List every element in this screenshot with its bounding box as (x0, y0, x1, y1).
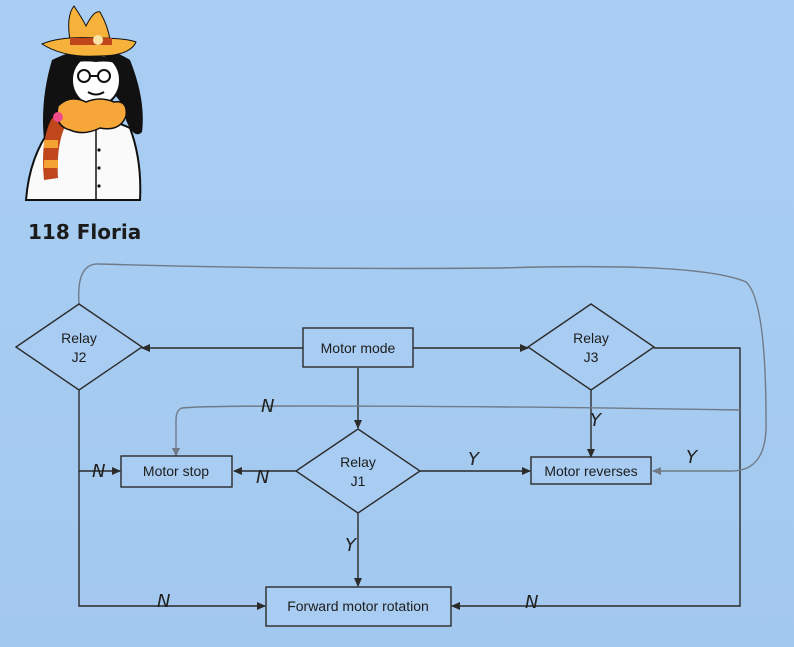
edge-j2-to-stop (78, 390, 121, 475)
relay-j2-label-line2: J2 (72, 349, 87, 365)
user-name-label: 118 Floria (28, 220, 142, 244)
node-motor-stop: Motor stop (120, 455, 233, 488)
label-j3-to-forward: N (525, 592, 538, 613)
edge-loop-to-reverses (77, 263, 767, 475)
label-j3-loop-to-stop: N (261, 396, 274, 417)
edge-j3-to-forward (451, 347, 741, 610)
label-j2-to-forward: N (157, 591, 170, 612)
label-loop-to-reverses: Y (686, 447, 699, 468)
node-relay-j3: Relay J3 (526, 303, 656, 391)
motor-stop-label: Motor stop (143, 463, 209, 479)
node-forward-rotation: Forward motor rotation (265, 586, 452, 627)
edge-j2-to-forward (78, 471, 266, 610)
cowgirl-avatar-icon (24, 5, 143, 201)
label-j1-to-reverses: Y (468, 449, 481, 470)
motor-reverses-label: Motor reverses (544, 463, 637, 479)
flowchart-edges (77, 263, 767, 610)
motor-mode-label: Motor mode (321, 340, 396, 356)
label-j2-to-stop: N (92, 461, 105, 482)
edge-j3-loop-to-stop (172, 405, 741, 457)
node-relay-j2: Relay J2 (14, 303, 144, 391)
node-motor-reverses: Motor reverses (530, 456, 652, 485)
relay-j3-label-line2: J3 (584, 349, 599, 365)
node-motor-mode: Motor mode (302, 327, 414, 368)
relay-j1-label-line2: J1 (351, 473, 366, 489)
relay-j1-label-line1: Relay (340, 454, 376, 470)
label-j1-to-forward: Y (345, 535, 358, 556)
label-j1-to-stop: N (256, 467, 269, 488)
relay-j3-label-line1: Relay (573, 330, 609, 346)
node-relay-j1: Relay J1 (294, 428, 422, 514)
label-j3-to-reverses: Y (590, 410, 603, 431)
forward-rotation-label: Forward motor rotation (287, 598, 429, 614)
relay-j2-label-line1: Relay (61, 330, 97, 346)
